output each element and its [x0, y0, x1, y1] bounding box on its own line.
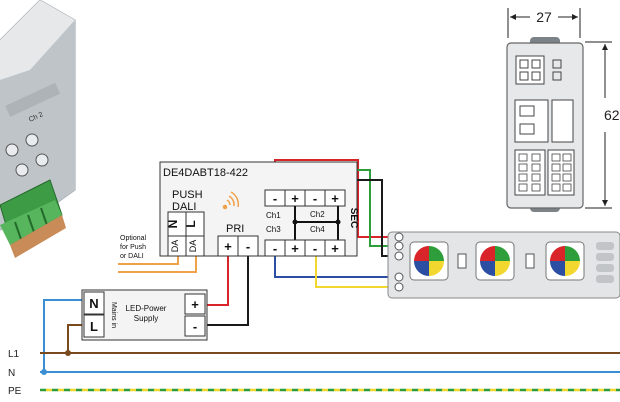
terminal-l: L — [184, 220, 198, 227]
sec-label: SEC — [348, 208, 359, 229]
dimension-width: 27 — [536, 9, 552, 25]
sec-top-minus-1: - — [273, 191, 277, 206]
wire-blue — [274, 256, 392, 278]
controller-module: DE4DABT18-422 PUSH DALI N L DA DA PRI + — [159, 161, 359, 257]
dimension-drawing: 27 62 — [506, 8, 620, 212]
pri-minus: - — [246, 239, 250, 254]
optional-note-line-2: for Push — [120, 244, 146, 251]
sec-bot-minus-2: - — [313, 241, 317, 256]
photo-terminal-icon — [35, 153, 49, 167]
terminal-n: N — [166, 220, 180, 229]
strip-pad-icon — [394, 272, 404, 282]
psu-title-1: LED-Power — [126, 304, 167, 313]
photo-terminal-icon — [5, 143, 19, 157]
wire-optional-1 — [118, 256, 179, 265]
sec-top-minus-2: - — [313, 191, 317, 206]
wire-mains-l — [67, 324, 82, 353]
label-n: N — [8, 368, 15, 379]
terminal-da-2: DA — [188, 240, 198, 253]
psu-l: L — [90, 319, 98, 334]
dimension-height: 62 — [604, 107, 620, 123]
ch3-label: Ch3 — [266, 225, 281, 234]
strip-pad-icon — [394, 241, 404, 251]
dali-label: DALI — [172, 201, 196, 213]
rgb-led-icon — [545, 241, 585, 281]
optional-note-line-3: or DALI — [120, 253, 144, 260]
sec-bot-plus-2: + — [331, 241, 339, 256]
optional-note: Optional for Push or DALI — [120, 235, 147, 260]
wire-yellow — [315, 256, 392, 288]
pri-plus: + — [224, 239, 232, 254]
strip-pad-icon — [394, 251, 404, 261]
wire-mains-n — [43, 299, 82, 372]
label-l1: L1 — [8, 349, 20, 360]
wire-optional-2 — [118, 256, 197, 273]
led-strip — [387, 231, 620, 299]
wire-pri-plus — [207, 256, 229, 306]
ch1-label: Ch1 — [266, 211, 281, 220]
pri-label: PRI — [226, 223, 244, 235]
device-photo: Ch 2 — [0, 0, 76, 258]
sec-terminals: - + - + Ch1 Ch2 Ch3 Ch4 SEC - + - + — [264, 189, 359, 257]
wireless-icon — [222, 191, 240, 210]
module-model: DE4DABT18-422 — [163, 167, 248, 179]
strip-pad-icon — [394, 232, 404, 242]
psu-title-2: Supply — [134, 314, 158, 323]
sec-top-plus-2: + — [331, 191, 339, 206]
label-pe: PE — [8, 386, 22, 397]
power-supply: N L Mains in LED-Power Supply + - — [81, 289, 208, 341]
terminal-da-1: DA — [170, 240, 180, 253]
ch4-label: Ch4 — [310, 225, 325, 234]
wire-pri-minus — [207, 256, 249, 326]
rgb-led-icon — [409, 241, 449, 281]
psu-plus: + — [191, 297, 199, 312]
sec-top-plus-1: + — [291, 191, 299, 206]
photo-terminal-icon — [25, 133, 39, 147]
rgb-led-icon — [475, 241, 515, 281]
psu-mains-in: Mains in — [110, 302, 117, 328]
mains-bus: L1 N PE — [8, 349, 620, 397]
ch2-label: Ch2 — [310, 210, 325, 219]
pri-terminals: + - — [217, 235, 259, 257]
push-label: PUSH — [172, 189, 203, 201]
photo-terminal-icon — [15, 163, 29, 177]
psu-minus: - — [193, 319, 197, 334]
strip-pad-icon — [394, 282, 404, 292]
optional-note-line-1: Optional — [120, 235, 147, 242]
input-terminals: N L DA DA — [166, 211, 205, 257]
sec-bot-plus-1: + — [291, 241, 299, 256]
sec-bot-minus-1: - — [273, 241, 277, 256]
psu-n: N — [89, 296, 98, 311]
